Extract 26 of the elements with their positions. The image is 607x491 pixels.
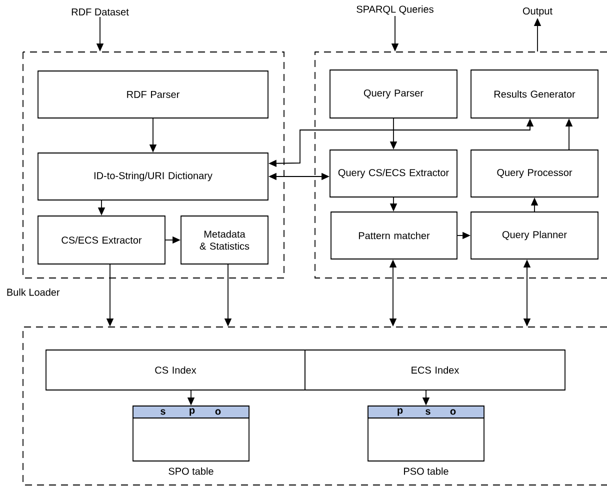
process-box: Results Generator: [470, 70, 598, 118]
input-label: SPARQL Queries: [356, 5, 434, 15]
process-box: CS Index: [46, 350, 306, 390]
input-label: Output: [522, 7, 552, 17]
column-header: p: [190, 408, 195, 416]
dashed-frame: [314, 52, 607, 278]
column-header: p: [398, 408, 403, 416]
process-box: Query CS/ECS Extractor: [330, 150, 458, 198]
column-header: o: [215, 409, 221, 415]
process-box: ID-to-String/URI Dictionary: [38, 152, 268, 200]
column-header: o: [450, 409, 456, 415]
input-label: RDF Dataset: [72, 8, 129, 16]
dashed-frame: [22, 326, 607, 486]
process-box: Query Processor: [470, 150, 598, 198]
process-box: ECS Index: [304, 350, 566, 390]
process-box: RDF Parser: [38, 70, 268, 118]
process-box: Query Parser: [330, 70, 458, 118]
table-caption: PSO table: [404, 467, 448, 475]
process-box: Query Planner: [470, 212, 598, 260]
table-caption: SPO table: [168, 467, 214, 475]
group-label: Bulk Loader: [7, 288, 60, 296]
process-box: CS/ECS Extractor: [38, 216, 166, 264]
process-box: Pattern matcher: [330, 212, 458, 260]
column-header: s: [426, 409, 430, 415]
column-header: s: [160, 409, 166, 415]
process-box: Metadata & Statistics: [180, 216, 268, 264]
